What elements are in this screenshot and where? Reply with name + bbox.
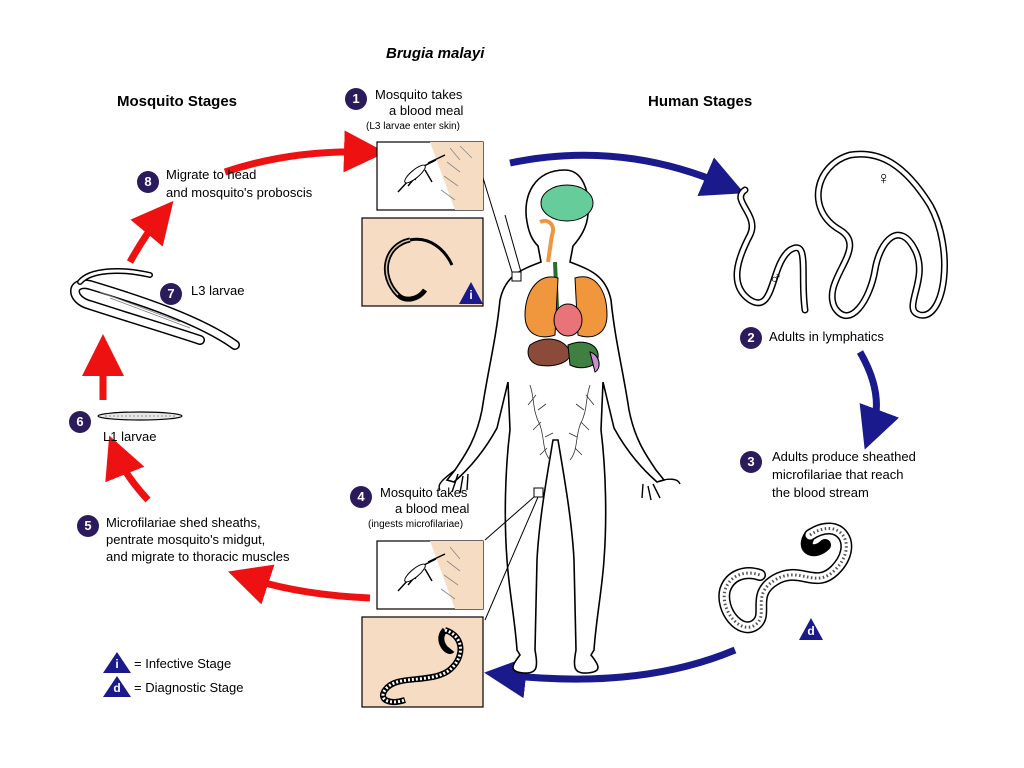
step-5-badge: 5 [77,515,99,537]
arrow-step3-to-step4 [484,646,737,699]
mosquito-stages-heading: Mosquito Stages [117,93,238,110]
step-1-note: (L3 larvae enter skin) [366,121,460,132]
step-3-badge: 3 [740,451,762,473]
infective-stage-marker [459,282,483,304]
legend-diagnostic-triangle [103,676,131,697]
human-body-figure [445,169,666,674]
step-3-line-2: microfilariae that reach [772,467,904,482]
skin-site-marker-upper [511,271,522,282]
legend-diagnostic-label: = Diagnostic Stage [134,680,244,695]
arrow-step5-to-step6 [105,435,151,503]
panel-1-larva [361,217,484,307]
step-8-badge: 8 [137,171,159,193]
step-7-badge: 7 [160,283,182,305]
legend-infective-letter: i [115,657,119,671]
step-6-line-1: L1 larvae [103,429,157,444]
arrow-step2-to-step3 [856,350,899,450]
step-1-badge: 1 [345,88,367,110]
l3-larva-figure [70,268,240,350]
step-3-line-3: the blood stream [772,485,869,500]
diagnostic-stage-marker [799,618,823,640]
panel-4-microfilaria [361,616,484,708]
panel-4-mosquito [376,540,484,610]
arrow-step8-to-step1 [223,130,386,176]
panel-1-mosquito [376,141,484,211]
male-symbol: ♂ [769,268,783,288]
lymphatic-vessels [527,384,595,461]
step-6-badge: 6 [69,411,91,433]
skin-site-marker-lower [533,487,544,498]
arrow-step7-to-step8 [126,200,174,264]
step-5-line-1: Microfilariae shed sheaths, [106,515,261,530]
step-1-line-1: Mosquito takes [375,87,463,102]
step-7-line-1: L3 larvae [191,283,245,298]
sheathed-microfilaria-figure [718,522,853,634]
human-stages-heading: Human Stages [648,93,753,110]
human-hands [438,469,681,501]
leader-line-lower [484,496,539,621]
adult-worms-figure [733,150,948,319]
step-4-line-1: Mosquito takes [380,485,468,500]
step-8-line-2: and mosquito's proboscis [166,185,313,200]
step-4-note: (ingests microfilariae) [368,519,464,530]
female-symbol: ♀ [877,168,891,188]
internal-organs [524,184,608,373]
step-5-line-3: and migrate to thoracic muscles [106,549,290,564]
step-3-line-1: Adults produce sheathed [772,449,916,464]
step-8-line-1: Migrate to head [166,167,257,182]
step-5-line-2: pentrate mosquito's midgut, [106,532,266,547]
step-4-badge: 4 [350,486,372,508]
arrow-step1-to-step2 [509,151,745,197]
legend-infective-triangle [103,652,131,673]
step-2-line-1: Adults in lymphatics [769,329,884,344]
legend-infective-label: = Infective Stage [134,656,232,671]
diagram-title: Brugia malayi [386,45,485,62]
arrow-step4-to-step5 [228,564,371,605]
diagnostic-marker-letter: d [807,624,815,638]
legend-diagnostic-letter: d [113,681,121,695]
step-1-line-2: a blood meal [389,103,464,118]
step-4-line-2: a blood meal [395,501,470,516]
infective-marker-letter: i [469,288,473,302]
step-2-badge: 2 [740,327,762,349]
l1-larva-figure [97,411,183,421]
